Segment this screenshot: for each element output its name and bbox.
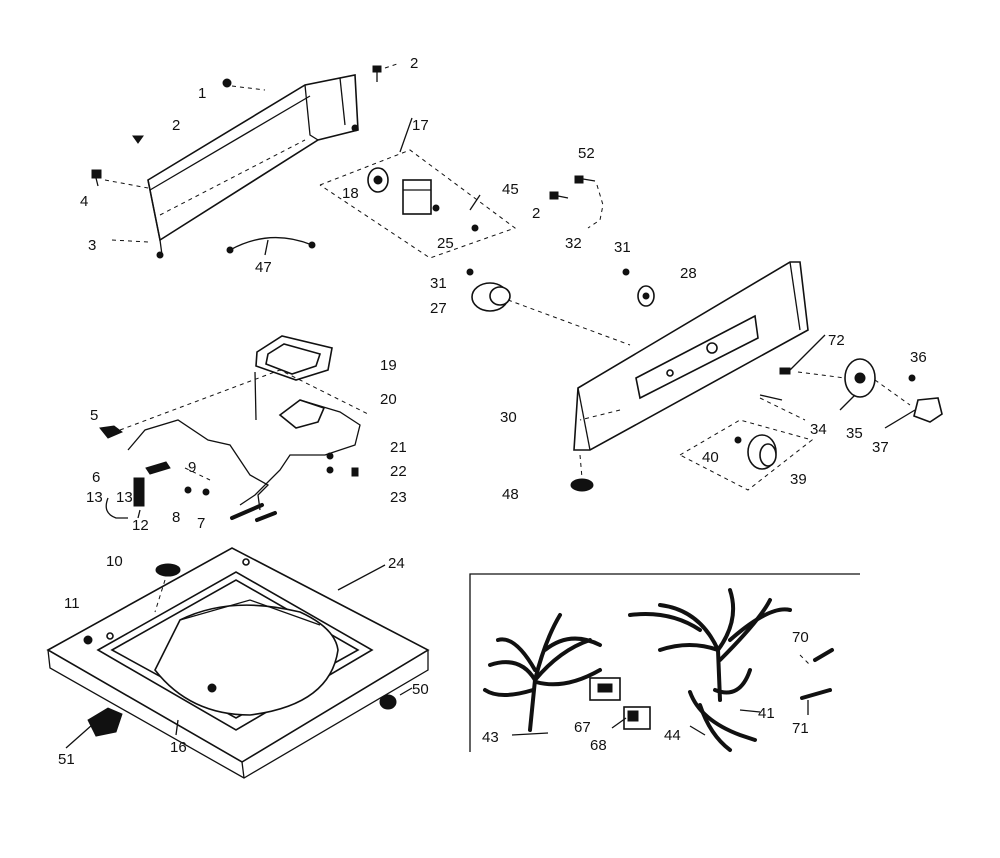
label-36: 36 <box>910 349 927 366</box>
hinge-parts <box>105 461 211 519</box>
screw-1 <box>222 78 232 88</box>
label-68: 68 <box>590 737 607 754</box>
label-12: 12 <box>132 517 149 534</box>
label-47: 47 <box>255 259 272 276</box>
label-41: 41 <box>758 705 775 722</box>
part-21 <box>326 452 334 460</box>
label-8: 8 <box>172 509 180 526</box>
label-24: 24 <box>388 555 405 572</box>
label-2-right: 2 <box>532 205 540 222</box>
label-28: 28 <box>680 265 697 282</box>
label-31-right: 31 <box>614 239 631 256</box>
part-22 <box>326 466 334 474</box>
label-18: 18 <box>342 185 359 202</box>
label-13-right: 13 <box>116 489 133 506</box>
label-17: 17 <box>412 117 429 134</box>
label-31-left: 31 <box>430 275 447 292</box>
label-4: 4 <box>80 193 88 210</box>
screw-2-right <box>549 191 569 200</box>
foot-48 <box>570 478 594 492</box>
label-71: 71 <box>792 720 809 737</box>
top-cover-20 <box>119 369 371 431</box>
label-1: 1 <box>198 85 206 102</box>
label-19: 19 <box>380 357 397 374</box>
screw-36 <box>908 374 916 382</box>
hinge-wire <box>127 399 361 522</box>
label-2-left: 2 <box>172 117 180 134</box>
label-32: 32 <box>565 235 582 252</box>
label-27: 27 <box>430 300 447 317</box>
leader-lines <box>65 194 916 749</box>
part-39-assembly <box>679 419 814 491</box>
switch-27 <box>466 268 511 312</box>
label-10: 10 <box>106 553 123 570</box>
label-30: 30 <box>500 409 517 426</box>
label-67: 67 <box>574 719 591 736</box>
screw-2-top <box>372 65 382 82</box>
label-22: 22 <box>390 463 407 480</box>
label-40: 40 <box>702 449 719 466</box>
label-51: 51 <box>58 751 75 768</box>
lid-19 <box>255 335 333 381</box>
label-48: 48 <box>502 486 519 503</box>
label-13-left: 13 <box>86 489 103 506</box>
label-39: 39 <box>790 471 807 488</box>
screw-2-left <box>132 135 144 144</box>
label-5: 5 <box>90 407 98 424</box>
label-7: 7 <box>197 515 205 532</box>
label-3: 3 <box>88 237 96 254</box>
screw-72 <box>779 367 791 375</box>
part-labels: 1 2 2 4 3 17 18 45 2 52 32 25 47 31 27 3… <box>58 55 927 768</box>
label-16: 16 <box>170 739 187 756</box>
label-50: 50 <box>412 681 429 698</box>
screw-52 <box>574 175 596 184</box>
label-20: 20 <box>380 391 397 408</box>
part-23 <box>351 467 359 477</box>
timer-assembly <box>319 117 517 259</box>
label-6: 6 <box>92 469 100 486</box>
label-9: 9 <box>188 459 196 476</box>
wiring-inset <box>469 573 860 752</box>
label-44: 44 <box>664 727 681 744</box>
label-23: 23 <box>390 489 407 506</box>
label-25: 25 <box>437 235 454 252</box>
label-45: 45 <box>502 181 519 198</box>
label-11: 11 <box>64 595 80 612</box>
hinge-10 <box>154 563 181 613</box>
control-console-panel <box>573 261 809 451</box>
wire-clip-47 <box>226 236 316 256</box>
part-50 <box>379 694 397 710</box>
rear-console-panel <box>147 74 359 259</box>
knob-37 <box>913 397 943 423</box>
label-43: 43 <box>482 729 499 746</box>
label-35: 35 <box>846 425 863 442</box>
screw-4 <box>91 169 102 187</box>
label-37: 37 <box>872 439 889 456</box>
cabinet-top-24 <box>46 547 430 779</box>
dial-35 <box>844 358 876 398</box>
part-51 <box>87 707 123 737</box>
part-28 <box>622 268 655 307</box>
label-2-top: 2 <box>410 55 418 72</box>
part-5 <box>99 425 123 439</box>
label-34: 34 <box>810 421 827 438</box>
label-70: 70 <box>792 629 809 646</box>
label-21: 21 <box>390 439 407 456</box>
label-52: 52 <box>578 145 595 162</box>
label-72: 72 <box>828 332 845 349</box>
